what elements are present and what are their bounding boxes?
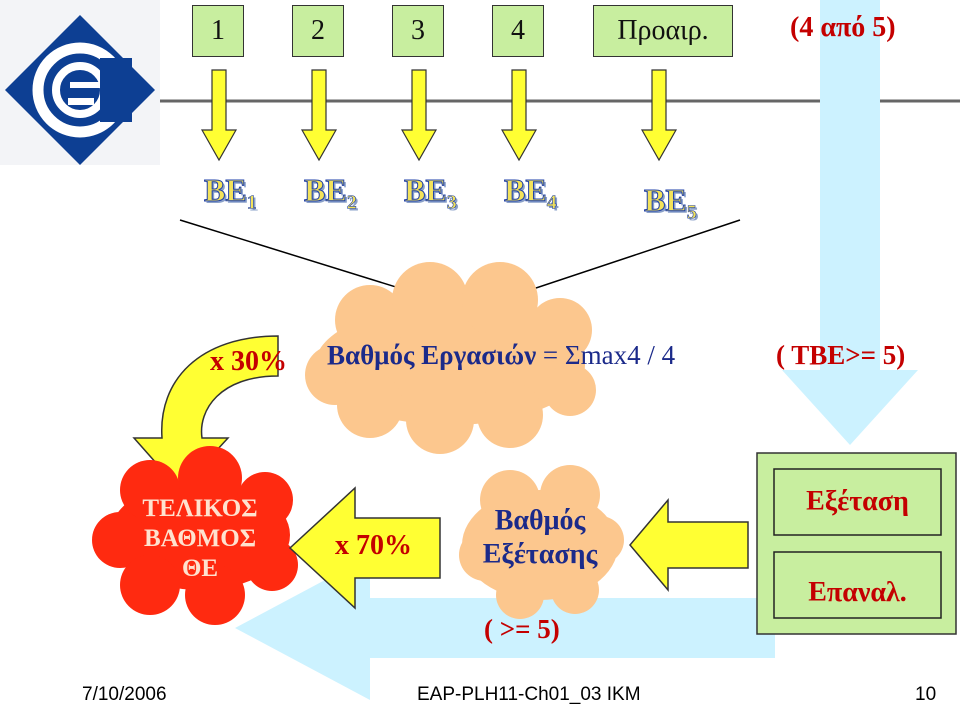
be-sub: 5 (686, 201, 697, 224)
be-label-1: ΒΕ1 (204, 172, 257, 214)
be-prefix: ΒΕ (204, 172, 248, 209)
multiplier-30: x 30% (210, 346, 287, 377)
final-line: ΤΕΛΙΚΟΣ (142, 495, 258, 522)
step-box-1: 1 (192, 5, 244, 57)
be-prefix: ΒΕ (304, 172, 348, 209)
exam-option-exam: Εξέταση (806, 486, 909, 517)
be-prefix: ΒΕ (404, 172, 448, 209)
exam-grade-line: Εξέτασης (482, 539, 598, 570)
footer-code: EAP-PLH11-Ch01_03 IKM (417, 684, 641, 705)
be-label-4: ΒΕ4 (504, 172, 557, 214)
formula-rest: = Σmax4 / 4 (536, 340, 676, 370)
step-label: Προαιρ. (617, 15, 709, 46)
left-arrow-blue (235, 556, 775, 700)
down-arrow-blue (782, 0, 918, 445)
exam-condition: ( >= 5) (484, 614, 560, 644)
be-label-2: ΒΕ2 (304, 172, 357, 214)
be-sub: 1 (246, 191, 257, 214)
footer-page-number: 10 (915, 684, 937, 705)
be-sub: 2 (346, 191, 357, 214)
assignments-formula: Βαθμός Εργασιών = Σmax4 / 4 (327, 340, 675, 371)
assignments-condition: ( ΤΒΕ>= 5) (776, 340, 906, 370)
step-label: 2 (311, 15, 325, 46)
exam-grade-text: Βαθμός Εξέτασης (455, 504, 625, 572)
step-box-4: 4 (492, 5, 544, 57)
final-line: ΘΕ (181, 555, 219, 582)
step-box-3: 3 (392, 5, 444, 57)
step-box-2: 2 (292, 5, 344, 57)
final-line: ΒΑΘΜΟΣ (143, 525, 257, 552)
be-label-5: ΒΕ5 (644, 182, 697, 224)
cloud-final (92, 446, 298, 625)
step-label: 4 (511, 15, 525, 46)
curved-arrow-yellow (132, 335, 279, 492)
be-sub: 4 (546, 191, 557, 214)
be-prefix: ΒΕ (504, 172, 548, 209)
cloud-assignments (305, 262, 596, 454)
footer-date: 7/10/2006 (82, 684, 167, 705)
step-label: 3 (411, 15, 425, 46)
choice-note: (4 από 5) (790, 12, 896, 43)
be-label-3: ΒΕ3 (404, 172, 457, 214)
multiplier-70: x 70% (335, 530, 412, 561)
final-grade-text: ΤΕΛΙΚΟΣ ΒΑΘΜΟΣ ΘΕ (110, 494, 290, 584)
left-arrow-yellow-exam (629, 497, 749, 593)
step-label: 1 (211, 15, 225, 46)
formula-label: Βαθμός Εργασιών (327, 340, 537, 370)
exam-grade-line: Βαθμός (494, 505, 586, 536)
logo (0, 0, 160, 165)
be-prefix: ΒΕ (644, 182, 688, 219)
cloud-exam-grade (459, 465, 624, 619)
be-sub: 3 (446, 191, 457, 214)
step-box-optional: Προαιρ. (593, 5, 733, 57)
exam-option-retake: Επαναλ. (808, 577, 907, 608)
left-arrow-yellow-70 (288, 486, 441, 610)
step-arrows (200, 69, 678, 162)
